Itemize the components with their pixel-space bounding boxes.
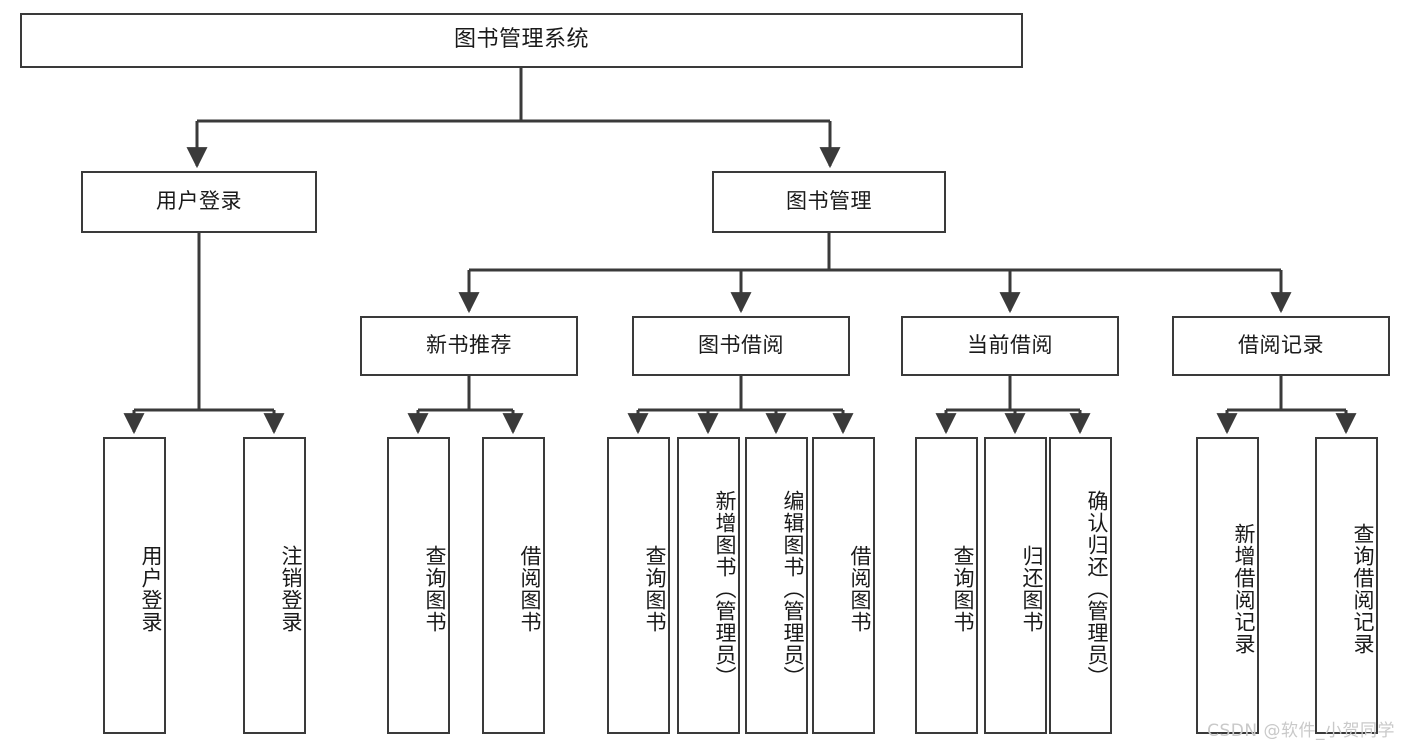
- node-book-manage[interactable]: 图书管理: [712, 171, 946, 233]
- node-leaf-user-login[interactable]: 用户登录: [103, 437, 166, 734]
- node-new-book-rec[interactable]: 新书推荐: [360, 316, 578, 376]
- node-borrow-record[interactable]: 借阅记录: [1172, 316, 1390, 376]
- node-user-login[interactable]: 用户登录: [81, 171, 317, 233]
- node-leaf-borrow-book-2-label: 借阅图书: [848, 544, 872, 633]
- node-leaf-query-book-3[interactable]: 查询图书: [915, 437, 978, 734]
- node-leaf-query-record[interactable]: 查询借阅记录: [1315, 437, 1378, 734]
- node-leaf-query-book-3-label: 查询图书: [951, 544, 975, 633]
- node-leaf-borrow-book-1[interactable]: 借阅图书: [482, 437, 545, 734]
- node-root[interactable]: 图书管理系统: [20, 13, 1023, 68]
- node-leaf-return-book-label: 归还图书: [1020, 544, 1044, 633]
- node-book-manage-label: 图书管理: [786, 189, 872, 214]
- node-leaf-borrow-book-2[interactable]: 借阅图书: [812, 437, 875, 734]
- node-user-login-label: 用户登录: [156, 189, 242, 214]
- node-book-borrow[interactable]: 图书借阅: [632, 316, 850, 376]
- node-leaf-logout[interactable]: 注销登录: [243, 437, 306, 734]
- node-leaf-logout-label: 注销登录: [279, 544, 303, 633]
- node-leaf-user-login-label: 用户登录: [139, 544, 163, 633]
- node-leaf-confirm-return[interactable]: 确认归还（管理员）: [1049, 437, 1112, 734]
- node-leaf-borrow-book-1-label: 借阅图书: [518, 544, 542, 633]
- node-leaf-edit-book-label: 编辑图书（管理员）: [781, 489, 805, 688]
- node-leaf-query-book-1[interactable]: 查询图书: [387, 437, 450, 734]
- node-current-borrow-label: 当前借阅: [967, 333, 1053, 358]
- node-new-book-rec-label: 新书推荐: [426, 333, 512, 358]
- node-leaf-add-book[interactable]: 新增图书（管理员）: [677, 437, 740, 734]
- node-leaf-edit-book[interactable]: 编辑图书（管理员）: [745, 437, 808, 734]
- node-leaf-query-record-label: 查询借阅记录: [1351, 522, 1375, 655]
- node-leaf-add-record-label: 新增借阅记录: [1232, 522, 1256, 655]
- node-leaf-query-book-1-label: 查询图书: [423, 544, 447, 633]
- node-current-borrow[interactable]: 当前借阅: [901, 316, 1119, 376]
- node-leaf-return-book[interactable]: 归还图书: [984, 437, 1047, 734]
- csdn-watermark: CSDN @软件_小贺同学: [1207, 721, 1395, 741]
- node-book-borrow-label: 图书借阅: [698, 333, 784, 358]
- node-leaf-add-record[interactable]: 新增借阅记录: [1196, 437, 1259, 734]
- node-leaf-query-book-2[interactable]: 查询图书: [607, 437, 670, 734]
- node-root-label: 图书管理系统: [453, 27, 589, 53]
- node-leaf-query-book-2-label: 查询图书: [643, 544, 667, 633]
- node-leaf-confirm-return-label: 确认归还（管理员）: [1085, 489, 1109, 688]
- node-leaf-add-book-label: 新增图书（管理员）: [713, 489, 737, 688]
- node-borrow-record-label: 借阅记录: [1238, 333, 1324, 358]
